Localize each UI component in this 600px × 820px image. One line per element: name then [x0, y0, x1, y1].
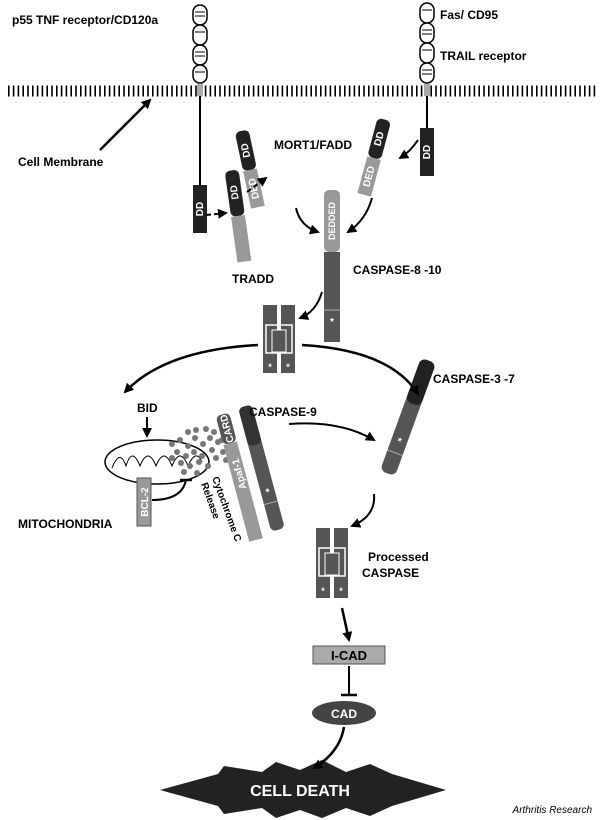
credit-label: Arthritis Research: [512, 805, 593, 816]
membrane-pointer-arrow: [99, 98, 152, 151]
tradd-label: TRADD: [232, 272, 274, 286]
arrow-dd-to-tradd: [205, 208, 228, 219]
fadd-right-dd-label: DD: [373, 131, 387, 148]
icad: I-CAD: [312, 645, 386, 665]
processed-label: Processed: [368, 550, 429, 564]
arrow-fadd-left-to-caspase8: [295, 207, 320, 235]
fas-dd-label: DD: [422, 145, 433, 159]
tradd-adaptor: DD: [225, 170, 252, 263]
caspase37-label: CASPASE-3 -7: [433, 372, 515, 386]
arrow-processed-to-icad: [340, 607, 353, 642]
processed-star-right: *: [339, 586, 343, 596]
arrow-fas-to-fadd: [398, 139, 419, 160]
arrow-dimer-to-caspase37: [301, 343, 420, 396]
cad: CAD: [312, 701, 376, 725]
apaf1-label: Apaf-1: [230, 457, 249, 490]
processed-star-left: *: [321, 586, 325, 596]
mitochondria: [104, 439, 210, 485]
mort1-fadd-label: MORT1/FADD: [274, 138, 352, 152]
caspase8-label: CASPASE-8 -10: [353, 263, 442, 277]
cell-membrane-label: Cell Membrane: [18, 155, 104, 169]
p55-receptor-label: p55 TNF receptor/CD120a: [12, 13, 158, 27]
cad-label: CAD: [331, 707, 357, 721]
arrow-caspase8-to-dimer: [298, 291, 323, 320]
dimer-star-right: *: [286, 362, 290, 372]
cell-death-burst: CELL DEATH: [160, 760, 446, 818]
fadd-left-dd-label: DD: [239, 142, 253, 158]
caspase9-star: *: [265, 487, 272, 499]
bid-label: BID: [137, 401, 158, 415]
p55-dd-label: DD: [195, 202, 206, 216]
caspase8-star: *: [330, 317, 334, 328]
pathway-arrows: [123, 139, 420, 770]
cytochrome-c-particles: [169, 426, 229, 476]
bcl2-inhibition-line: [151, 479, 187, 501]
bcl2: BCL-2: [136, 477, 152, 527]
arrow-fadd-right-to-caspase8: [346, 197, 373, 234]
caspase-3-7: *: [381, 359, 435, 475]
caspase-8-procaspase: DEDDED *: [324, 190, 340, 342]
processed-caspase-dimer: * *: [316, 528, 348, 598]
arrow-dimer-to-bid: [123, 343, 259, 394]
arrow-cad-to-cell-death: [312, 726, 346, 770]
bcl2-label: BCL-2: [140, 487, 151, 517]
caspase9-label: CASPASE-9: [249, 405, 317, 419]
icad-label: I-CAD: [331, 648, 367, 663]
fadd-right-ded-label: DED: [362, 165, 378, 188]
dimer-star-left: *: [268, 362, 272, 372]
caspase-8-dimer: * *: [263, 305, 295, 373]
caspase8-ded-label-1: DEDDED: [327, 202, 337, 241]
caspase37-star: *: [395, 436, 403, 448]
processed-caspase-label: CASPASE: [362, 566, 419, 580]
cell-death-label: CELL DEATH: [250, 783, 350, 800]
arrow-caspase9-to-caspase37: [288, 422, 376, 442]
arrow-caspase37-to-processed: [350, 493, 376, 528]
caspase-9: *: [239, 405, 284, 531]
mort1-fadd-right: DD DED: [357, 118, 391, 197]
arrow-tradd-to-fadd: [246, 176, 268, 193]
tradd-dd-label: DD: [229, 184, 242, 200]
trail-label: TRAIL receptor: [440, 49, 527, 63]
apaf-1: CARD Apaf-1: [216, 413, 263, 542]
fas-label: Fas/ CD95: [440, 8, 498, 22]
mitochondria-label: MITOCHONDRIA: [18, 517, 113, 531]
fas-trail-receptor: DD: [419, 2, 435, 176]
p55-tnf-receptor: DD: [192, 4, 208, 233]
